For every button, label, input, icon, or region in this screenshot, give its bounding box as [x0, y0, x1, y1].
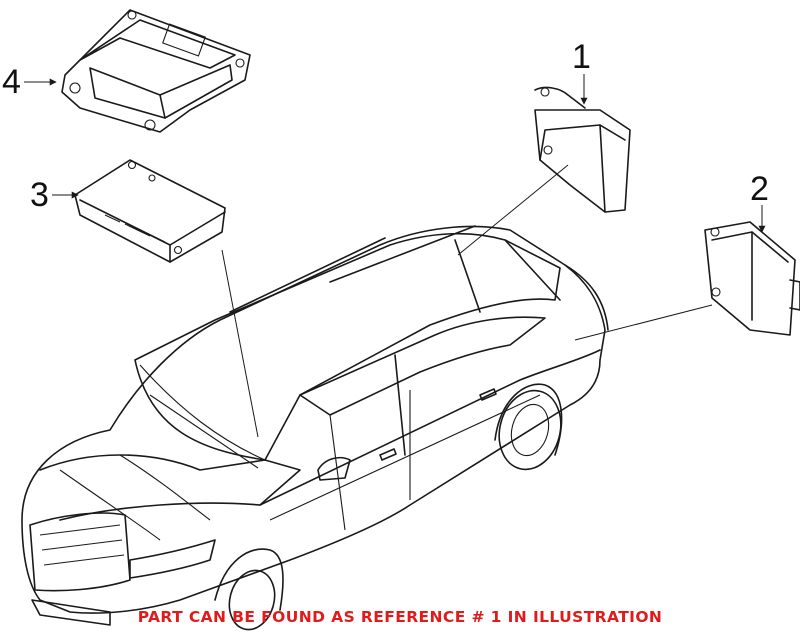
part-4-bracket	[61, 9, 251, 133]
part-3-module	[74, 159, 226, 263]
leader-line-2	[574, 304, 713, 341]
part-1-module	[534, 86, 631, 213]
callout-arrows	[24, 74, 766, 233]
car-illustration	[21, 225, 609, 631]
callout-3: 3	[30, 176, 49, 214]
leader-line-3	[221, 249, 259, 438]
callout-2: 2	[750, 170, 769, 208]
callout-4: 4	[2, 63, 21, 101]
callout-1: 1	[572, 38, 591, 76]
leader-lines	[221, 164, 713, 438]
part-2-module	[704, 221, 800, 336]
leader-line-1	[457, 164, 569, 256]
reference-notice: PART CAN BE FOUND AS REFERENCE # 1 IN IL…	[137, 608, 663, 626]
